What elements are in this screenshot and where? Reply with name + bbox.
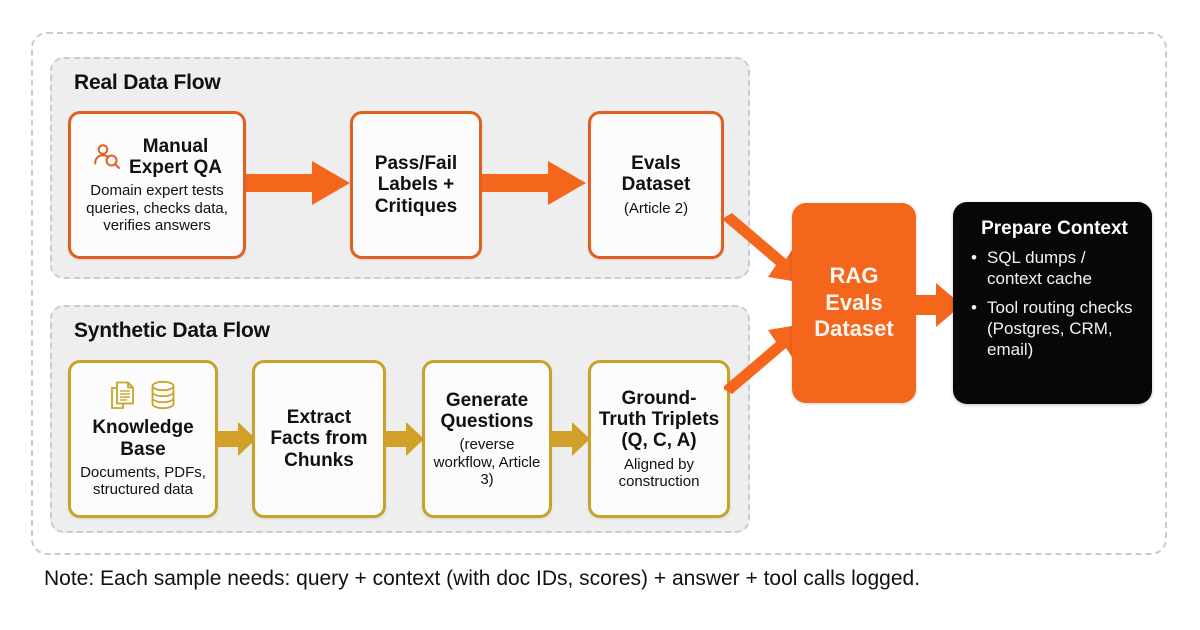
database-icon (149, 379, 177, 411)
arrow-gold-generate-to-triplets (550, 418, 592, 460)
outer-dashed-container (31, 32, 1167, 555)
node-title: Ground-Truth Triplets(Q, C, A) (598, 387, 720, 452)
arrow-gold-kb-to-extract (216, 418, 258, 460)
arrow-orange-triplets-to-rag (722, 312, 810, 402)
node-ground-truth-triplets[interactable]: Ground-Truth Triplets(Q, C, A) Aligned b… (588, 360, 730, 518)
prepare-context-bullet-list: SQL dumps / context cache Tool routing c… (971, 248, 1138, 361)
documents-icon (109, 379, 139, 411)
node-subtitle: (reverse workflow, Article 3) (433, 436, 541, 488)
arrow-orange-evals-to-rag (722, 205, 810, 295)
documents-database-icon (109, 379, 177, 411)
list-item: Tool routing checks (Postgres, CRM, emai… (971, 298, 1138, 360)
panel-title-real: Real Data Flow (74, 71, 221, 94)
node-subtitle: Documents, PDFs, structured data (80, 464, 206, 499)
node-prepare-context[interactable]: Prepare Context SQL dumps / context cach… (953, 202, 1152, 404)
node-subtitle: Aligned by construction (618, 455, 700, 490)
person-search-icon (92, 142, 122, 172)
arrow-orange-labels-to-evals (482, 154, 588, 212)
list-item: SQL dumps / context cache (971, 248, 1138, 289)
prepare-context-title: Prepare Context (981, 218, 1128, 239)
node-subtitle: Domain expert tests queries, checks data… (86, 182, 228, 234)
footer-note: Note: Each sample needs: query + context… (44, 567, 921, 590)
arrow-gold-extract-to-generate (384, 418, 426, 460)
arrow-orange-rag-to-context (912, 278, 964, 332)
panel-title-synthetic: Synthetic Data Flow (74, 319, 270, 342)
node-subtitle: (Article 2) (623, 199, 689, 217)
arrow-orange-qa-to-labels (246, 154, 352, 212)
